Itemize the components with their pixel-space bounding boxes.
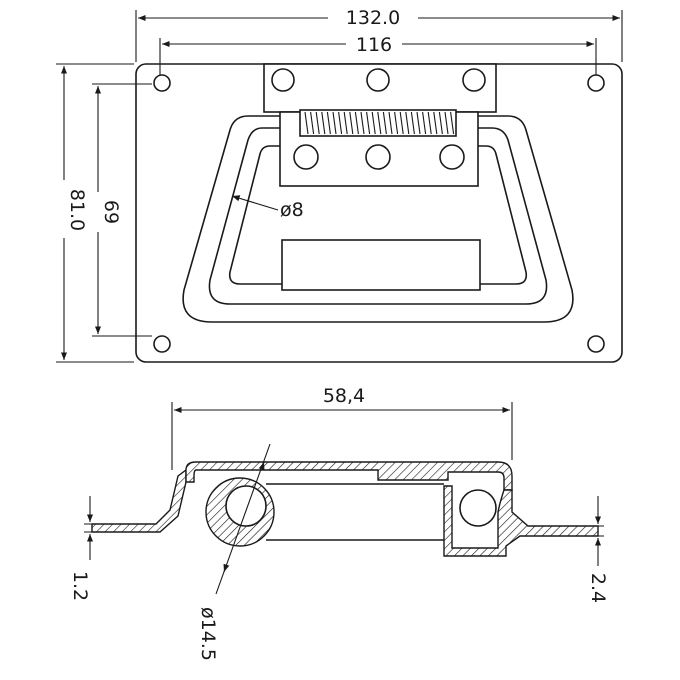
- spring-coil: [410, 111, 415, 135]
- mount-hole-bottom-right: [587, 335, 605, 353]
- mount-hole-top-right: [587, 74, 605, 92]
- spring-coil: [310, 111, 315, 135]
- spring-coil: [450, 111, 455, 135]
- spring-coil: [326, 111, 331, 135]
- roll-diameter-label: ø14.5: [197, 607, 219, 661]
- spring-coil: [315, 111, 320, 135]
- section-width-label: 58,4: [323, 385, 365, 407]
- handle-diameter-label: ø8: [280, 199, 304, 221]
- handle-inner: [228, 145, 528, 285]
- handle-diameter-leader: [231, 195, 279, 211]
- hole-spacing-width-label: 116: [356, 34, 392, 56]
- mount-hole-bottom-left: [153, 335, 171, 353]
- spring-coil: [371, 111, 376, 135]
- spring-coil: [438, 111, 443, 135]
- top-profile: [185, 461, 513, 491]
- plate-hole-1: [293, 144, 319, 170]
- spring-coil: [399, 111, 404, 135]
- spring-coil: [366, 111, 371, 135]
- recess-outline: [182, 115, 574, 323]
- spring-coil: [433, 111, 438, 135]
- spring-coil: [343, 111, 348, 135]
- right-roll: [459, 489, 497, 527]
- grip-sleeve: [281, 239, 481, 291]
- spring-coil: [394, 111, 399, 135]
- bracket-hole-1: [271, 68, 295, 92]
- left-flange: [91, 468, 187, 533]
- roll-diameter-arrow-bottom: [223, 563, 230, 573]
- overall-height-label: 81.0: [66, 189, 88, 231]
- spring-coils: [304, 111, 455, 135]
- section-view: 58,4 1.2 2.4 ø14.5: [69, 385, 609, 661]
- spring-coil: [338, 111, 343, 135]
- spring-coil: [332, 111, 337, 135]
- bracket-hole-2: [366, 68, 390, 92]
- spring-coil: [444, 111, 449, 135]
- handle-outer: [208, 127, 548, 305]
- mount-hole-top-left: [153, 74, 171, 92]
- spring-coil: [405, 111, 410, 135]
- spring-coil: [321, 111, 326, 135]
- spring-coil: [360, 111, 365, 135]
- spring-coil: [427, 111, 432, 135]
- spring-coil: [416, 111, 421, 135]
- roll-inner: [225, 485, 267, 527]
- spring-coil: [388, 111, 393, 135]
- spring-coil: [304, 111, 309, 135]
- spring-coil: [422, 111, 427, 135]
- spring-coil: [377, 111, 382, 135]
- plate-hole-3: [439, 144, 465, 170]
- step-thickness-label: 2.4: [587, 573, 609, 603]
- hole-spacing-height-label: 69: [100, 200, 122, 224]
- plate-hole-2: [365, 144, 391, 170]
- roll-diameter-arrow-top: [258, 461, 265, 471]
- hinge-bracket: [263, 63, 497, 113]
- top-view: ø8 132.0 116 81.0 69: [52, 6, 623, 363]
- spring-coil: [349, 111, 354, 135]
- plate-thickness-label: 1.2: [69, 571, 91, 601]
- overall-width-label: 132.0: [346, 7, 400, 29]
- spring-coil: [354, 111, 359, 135]
- bracket-hole-3: [462, 68, 486, 92]
- spring-coil: [382, 111, 387, 135]
